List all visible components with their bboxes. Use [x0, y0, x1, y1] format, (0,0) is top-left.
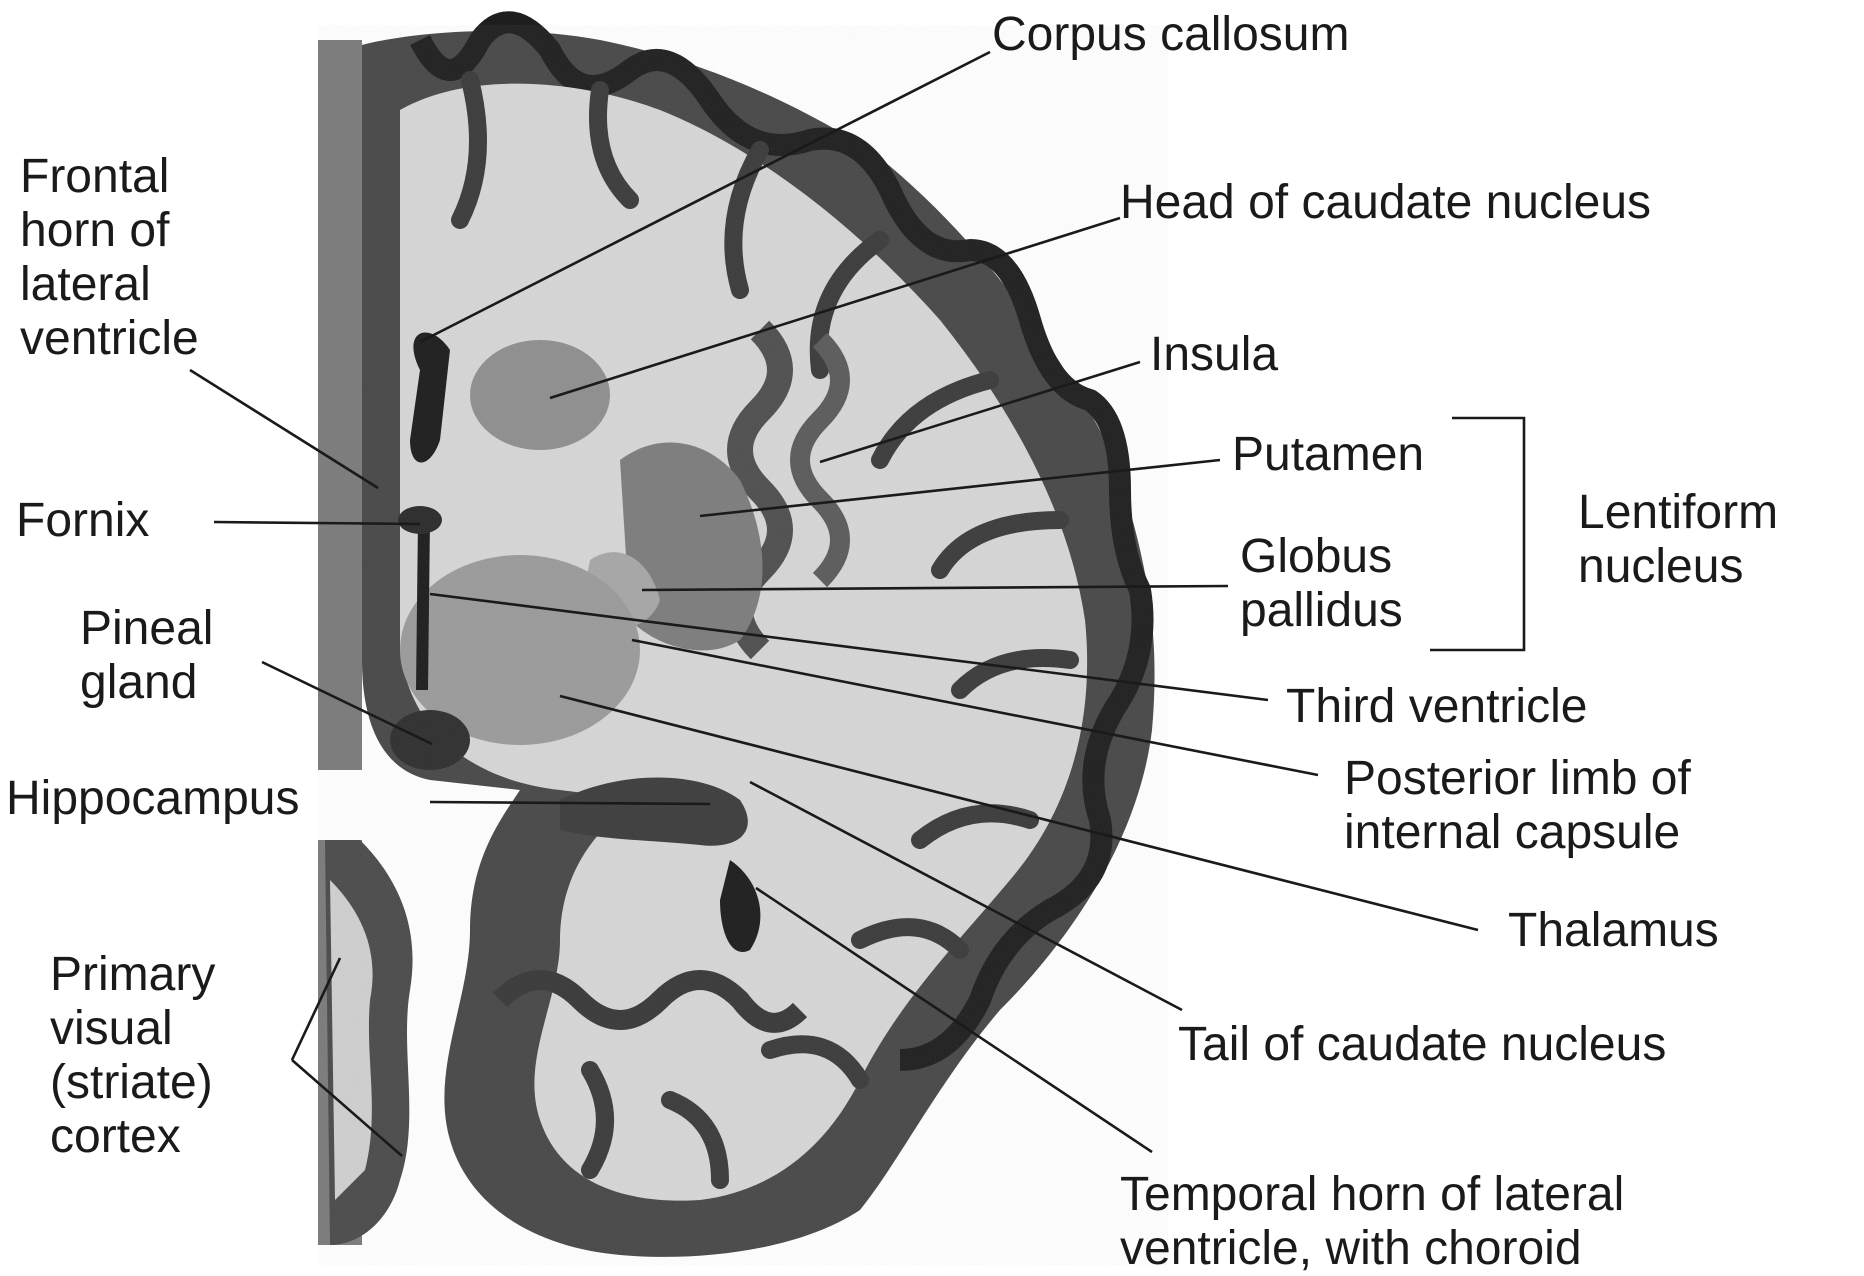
- label-hippocampus: Hippocampus: [6, 772, 299, 826]
- label-temporal-horn-lateral-ventricle: Temporal horn of lateral ventricle, with…: [1120, 1168, 1624, 1276]
- label-head-of-caudate-nucleus: Head of caudate nucleus: [1120, 176, 1651, 230]
- label-lentiform-nucleus: Lentiform nucleus: [1578, 486, 1778, 594]
- label-pineal-gland: Pineal gland: [80, 602, 213, 710]
- label-thalamus: Thalamus: [1508, 904, 1719, 958]
- bracket-lentiform: [1430, 418, 1524, 650]
- label-posterior-limb-internal-capsule: Posterior limb of internal capsule: [1344, 752, 1691, 860]
- label-tail-of-caudate-nucleus: Tail of caudate nucleus: [1178, 1018, 1666, 1072]
- label-globus-pallidus: Globus pallidus: [1240, 530, 1403, 638]
- label-frontal-horn-lateral-ventricle: Frontal horn of lateral ventricle: [20, 150, 199, 366]
- label-third-ventricle: Third ventricle: [1286, 680, 1587, 734]
- label-fornix: Fornix: [16, 494, 149, 548]
- label-corpus-callosum: Corpus callosum: [992, 8, 1349, 62]
- label-putamen: Putamen: [1232, 428, 1424, 482]
- label-insula: Insula: [1150, 328, 1278, 382]
- label-primary-visual-cortex: Primary visual (striate) cortex: [50, 948, 215, 1164]
